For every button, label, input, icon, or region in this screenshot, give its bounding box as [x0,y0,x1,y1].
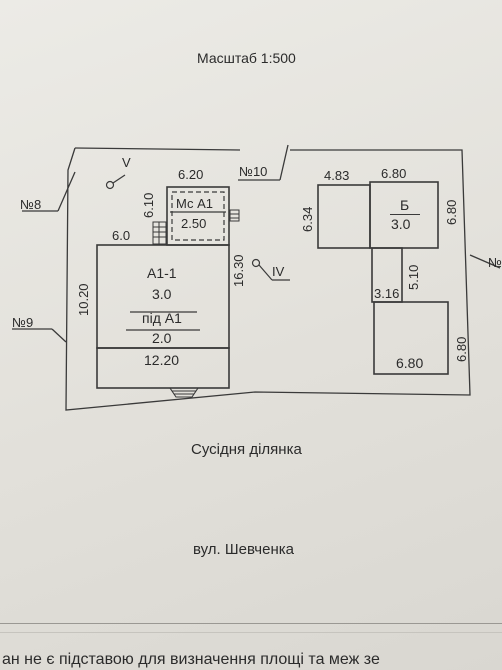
dim-d-bottom: 6.80 [396,355,424,371]
dim-c-side: 5.10 [406,264,421,290]
footer-text: ан не є підставою для визначення площі т… [2,651,380,668]
building-b-name: Б [400,197,410,213]
point-v-marker [105,180,115,190]
dim-b-top: 6.80 [381,166,407,181]
dim-d-side: 6.80 [454,336,469,362]
dim-shed-side: 6.34 [300,206,315,232]
dim-shed-top: 4.83 [324,168,350,183]
plot-label-9: №9 [12,315,34,330]
survey-points [105,174,290,281]
dim-house-top: 6.20 [178,167,204,182]
dim-annex-height: 6.10 [141,192,156,218]
neighbor-plot-label: Сусідня ділянка [191,441,302,458]
paper-fold-line [0,623,502,624]
dim-house-right: 16.30 [231,254,246,287]
dim-house-left: 10.20 [76,283,91,316]
annex-value: 2.50 [181,216,207,231]
main-house-name: А1-1 [147,265,177,281]
plot-label-10: №10 [239,164,268,179]
street-label: вул. Шевченка [193,541,294,558]
scale-label: Масштаб 1:500 [197,50,296,66]
dim-house-left-top: 6.0 [112,228,131,243]
outbuildings [317,181,449,375]
building-b-divider [390,214,420,215]
lower-level-value: 2.0 [152,330,172,346]
dim-house-bottom: 12.20 [144,352,180,368]
main-house-value: 3.0 [152,286,172,302]
porch-icon [168,387,200,398]
plot-label-partial: № [488,255,502,270]
plot-label-8: №8 [20,197,42,212]
house-outline [96,186,230,389]
point-iv-label: IV [272,264,285,279]
plot-boundary [12,144,501,411]
lower-level-name: під А1 [142,310,182,326]
stairs-icon [152,221,167,245]
dim-c-bottom: 3.16 [374,286,400,301]
point-v-label: V [122,155,131,170]
point-iv-marker [251,258,261,268]
building-b-value: 3.0 [391,216,411,232]
steps-icon [229,209,240,222]
annex-name: Мс А1 [176,196,213,211]
paper-fold-line-2 [0,632,502,633]
dim-b-side: 6.80 [444,199,459,225]
